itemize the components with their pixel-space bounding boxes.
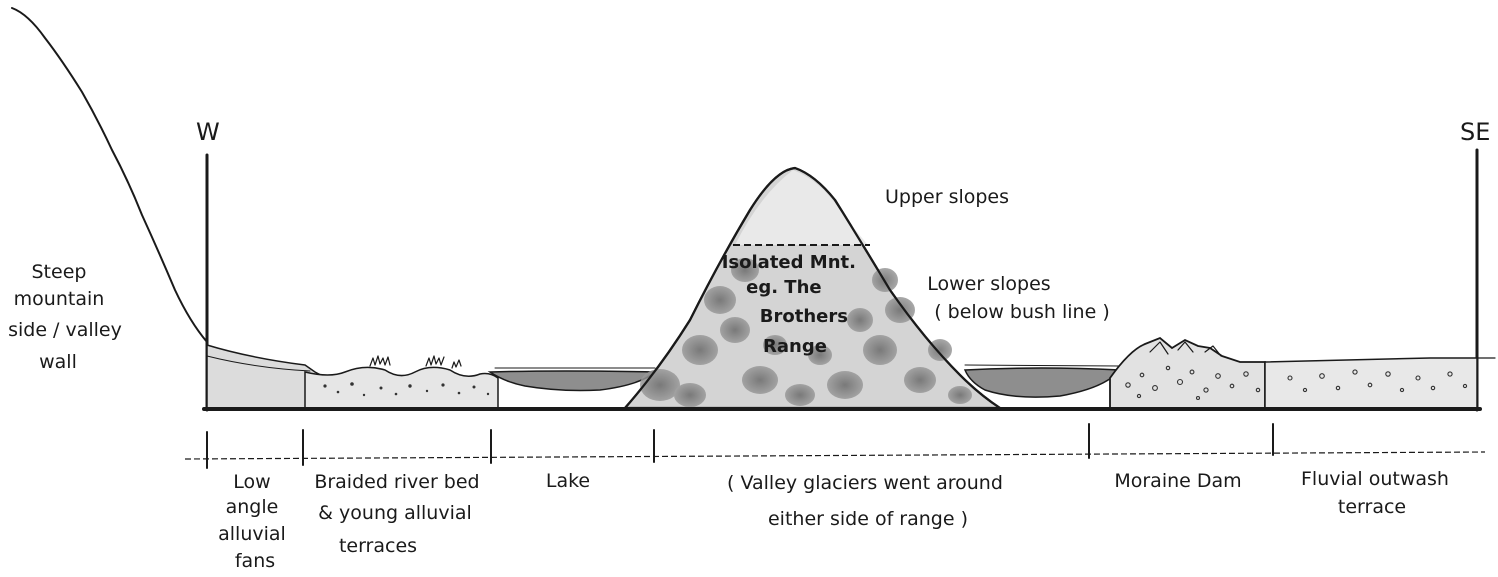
zone-baseline bbox=[185, 452, 1485, 459]
zone-label-alluvial-fans: Low angle alluvial fans bbox=[218, 471, 292, 572]
upper-slopes-label: Upper slopes bbox=[885, 186, 1009, 208]
zone-label-valley-glaciers: ( Valley glaciers went around either sid… bbox=[727, 472, 1009, 530]
zone-ticks bbox=[207, 424, 1273, 468]
zone-label-moraine-dam: Moraine Dam bbox=[1114, 470, 1241, 492]
river-vegetation bbox=[370, 356, 461, 368]
southeast-label: SE bbox=[1460, 118, 1490, 146]
zone-label-lake: Lake bbox=[546, 470, 590, 492]
west-label: W bbox=[196, 118, 220, 146]
zone-label-outwash-terrace: Fluvial outwash terrace bbox=[1301, 468, 1455, 518]
lake-right bbox=[965, 368, 1120, 397]
lake-left bbox=[490, 371, 655, 391]
lower-slopes-label: Lower slopes ( below bush line ) bbox=[927, 273, 1109, 323]
zone-label-braided-river: Braided river bed & young alluvial terra… bbox=[314, 471, 485, 557]
moraine-dam bbox=[1110, 338, 1265, 408]
valley-wall-label: Steep mountain side / valley wall bbox=[8, 261, 128, 373]
braided-river-terraces bbox=[305, 367, 498, 408]
